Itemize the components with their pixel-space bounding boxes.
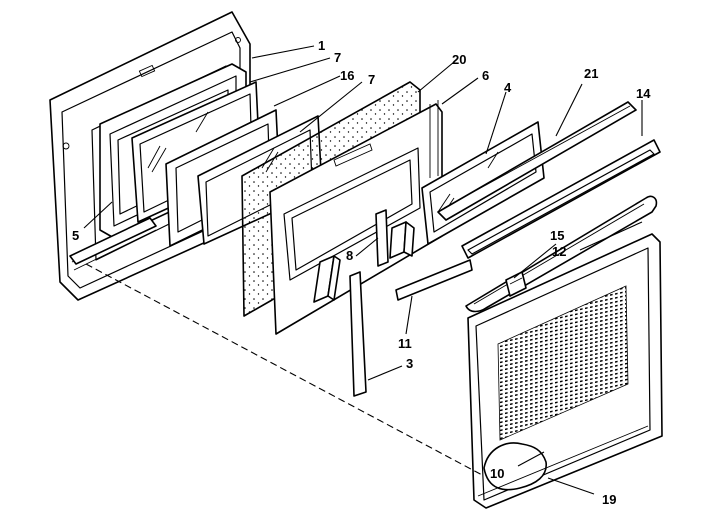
part-19-outer-door-panel (467, 233, 663, 509)
callout-19: 19 (602, 492, 616, 507)
callout-7-upper: 7 (334, 50, 341, 65)
part-6-door-liner (269, 100, 443, 335)
callout-20: 20 (452, 52, 466, 67)
callout-14: 14 (636, 86, 651, 101)
callout-10: 10 (490, 466, 504, 481)
callout-6: 6 (482, 68, 489, 83)
callout-7-lower: 7 (368, 72, 375, 87)
callout-15: 15 (550, 228, 564, 243)
callout-5: 5 (72, 228, 79, 243)
callout-16: 16 (340, 68, 354, 83)
alignment-line (85, 263, 485, 477)
leader-lines (83, 45, 643, 495)
callout-8: 8 (346, 248, 353, 263)
part-11-gasket-strip (395, 259, 473, 301)
callout-12: 12 (552, 244, 566, 259)
callout-numbers: 1 7 16 7 20 6 4 21 14 5 15 12 8 11 3 10 … (72, 38, 651, 507)
callout-21: 21 (584, 66, 598, 81)
part-3-side-strip (349, 271, 367, 397)
part-14-vent-channel (461, 139, 661, 259)
part-15-handle-bracket (505, 271, 527, 297)
callout-3: 3 (406, 356, 413, 371)
part-5-lower-seal (69, 217, 157, 265)
part-21-top-trim (437, 101, 637, 221)
callout-11: 11 (398, 336, 412, 351)
callout-4: 4 (504, 80, 512, 95)
part-8-hinge-blocks (313, 209, 415, 303)
callout-1: 1 (318, 38, 325, 53)
